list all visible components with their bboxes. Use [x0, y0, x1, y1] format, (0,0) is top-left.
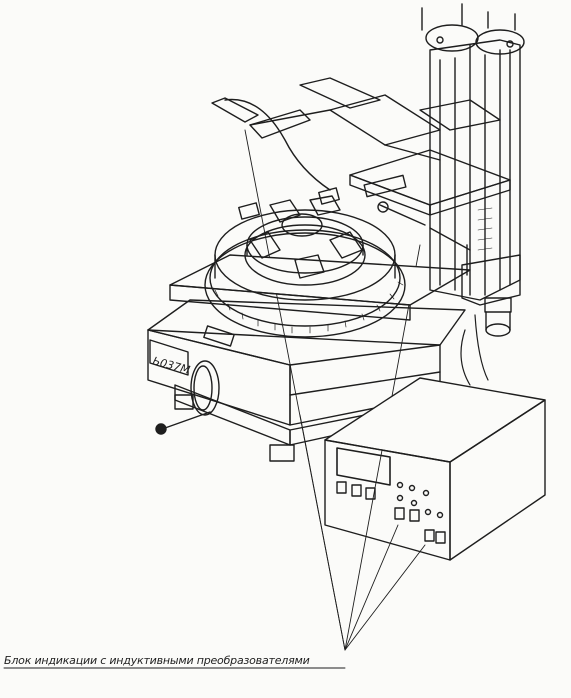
cables: [460, 314, 489, 386]
indicator-unit: [324, 377, 546, 561]
base-display: [149, 339, 189, 376]
device-label: Ь037М: [151, 354, 192, 377]
probe-sensor: [211, 97, 331, 191]
handwheel: [155, 360, 220, 435]
leader-lines: [3, 129, 426, 669]
rotary-table: [204, 209, 406, 338]
chuck: [238, 187, 366, 286]
measuring-arm: [249, 77, 511, 276]
caption: Блок индикации с индуктивными преобразов…: [4, 654, 310, 667]
column: [421, 3, 525, 337]
